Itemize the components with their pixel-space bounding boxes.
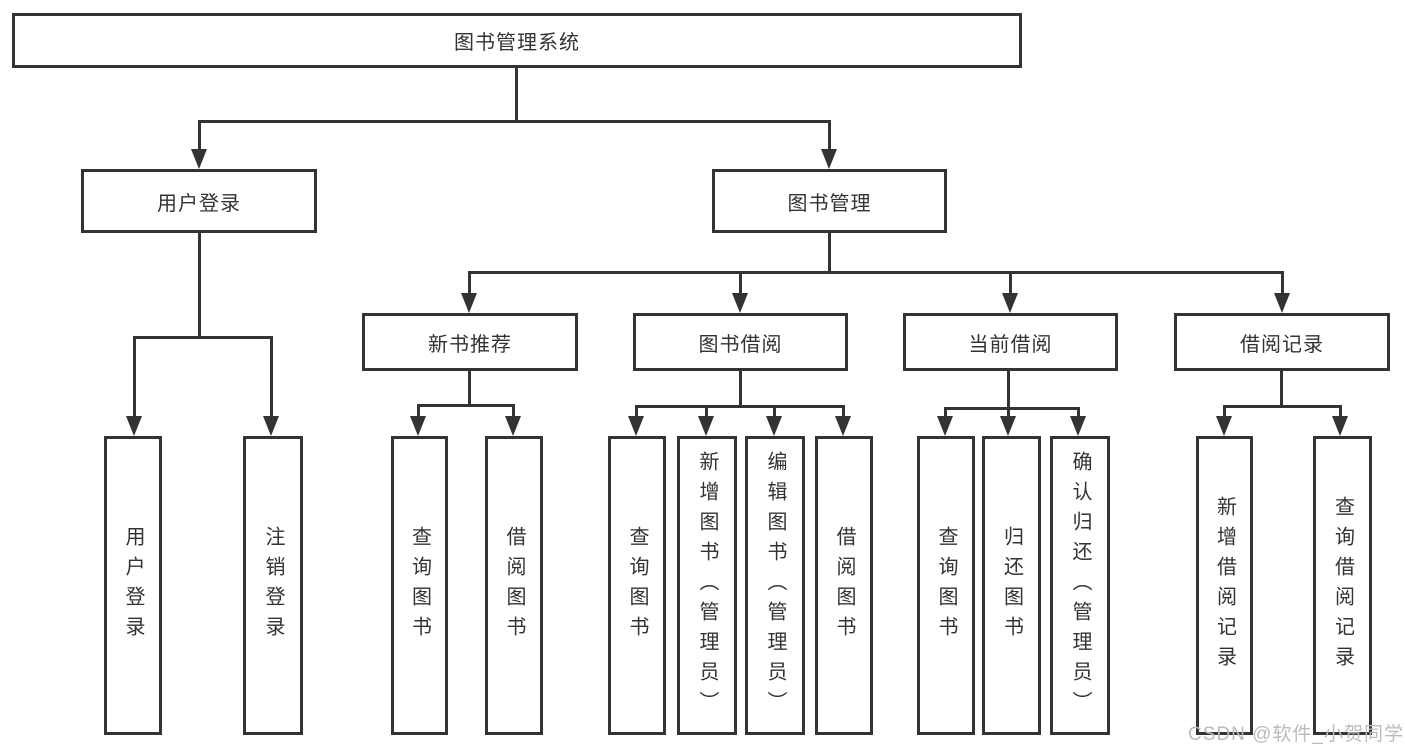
- connector-line: [512, 404, 515, 416]
- node-label: 图书管理系统: [454, 32, 580, 54]
- connector-line: [1007, 407, 1010, 416]
- connector-line: [198, 120, 831, 123]
- node-label: 查询图书: [626, 525, 648, 646]
- connector-line: [828, 120, 831, 150]
- connector-line: [198, 233, 201, 336]
- connector-line: [828, 233, 831, 274]
- node-label: 查询借阅记录: [1331, 495, 1354, 676]
- node-new-book-recommend: 新书推荐: [362, 313, 578, 371]
- connector-line: [739, 271, 742, 293]
- arrow-down-icon: [821, 149, 837, 169]
- watermark: CSDN @软件_小贺同学: [1188, 724, 1404, 745]
- node-label: 确认归还（管理员）: [1069, 450, 1091, 721]
- node-add-borrow-record: 新增借阅记录: [1196, 436, 1253, 735]
- node-user-login-leaf: 用户登录: [104, 436, 162, 735]
- arrow-down-icon: [1216, 416, 1232, 436]
- connector-line: [417, 404, 515, 407]
- connector-line: [133, 336, 273, 339]
- connector-line: [635, 405, 638, 416]
- node-library-management-system: 图书管理系统: [12, 13, 1022, 68]
- node-query-books-recommend: 查询图书: [391, 436, 448, 735]
- node-confirm-return-admin: 确认归还（管理员）: [1050, 436, 1110, 735]
- arrow-down-icon: [461, 293, 477, 313]
- connector-line: [417, 404, 420, 416]
- connector-line: [1223, 405, 1342, 408]
- node-label: 借阅图书: [503, 525, 525, 646]
- connector-line: [1223, 405, 1226, 416]
- connector-line: [705, 405, 708, 416]
- connector-line: [198, 120, 201, 150]
- connector-line: [1077, 407, 1080, 416]
- node-label: 查询图书: [408, 525, 431, 646]
- arrow-down-icon: [1002, 293, 1018, 313]
- arrow-down-icon: [410, 416, 426, 436]
- connector-line: [468, 271, 471, 293]
- arrow-down-icon: [766, 416, 782, 436]
- arrow-down-icon: [505, 416, 521, 436]
- node-borrow-records: 借阅记录: [1174, 313, 1390, 371]
- node-label: 借阅记录: [1240, 333, 1324, 356]
- connector-line: [1339, 405, 1342, 416]
- arrow-down-icon: [263, 416, 279, 436]
- node-query-books-borrow: 查询图书: [608, 436, 666, 735]
- node-book-borrow: 图书借阅: [633, 313, 848, 371]
- node-user-login: 用户登录: [81, 169, 317, 233]
- connector-line: [1009, 271, 1012, 293]
- arrow-down-icon: [126, 416, 142, 436]
- arrow-down-icon: [1332, 416, 1348, 436]
- node-query-borrow-record: 查询借阅记录: [1313, 436, 1372, 735]
- node-book-management: 图书管理: [712, 169, 947, 233]
- arrow-down-icon: [937, 416, 953, 436]
- node-label: 图书借阅: [698, 333, 783, 356]
- node-label: 借阅图书: [833, 525, 855, 646]
- node-logout: 注销登录: [243, 436, 303, 735]
- connector-line: [944, 407, 1080, 410]
- arrow-down-icon: [1000, 416, 1016, 436]
- connector-line: [842, 405, 845, 416]
- connector-line: [773, 405, 776, 416]
- arrow-down-icon: [1070, 416, 1086, 436]
- node-add-book-admin: 新增图书（管理员）: [677, 436, 737, 735]
- connector-line: [468, 271, 1284, 274]
- connector-line: [739, 371, 742, 405]
- node-label: 用户登录: [122, 525, 144, 646]
- node-label: 编辑图书（管理员）: [764, 450, 786, 721]
- connector-line: [1007, 371, 1010, 407]
- node-borrow-books-leaf: 借阅图书: [815, 436, 873, 735]
- arrow-down-icon: [732, 293, 748, 313]
- connector-line: [515, 68, 518, 120]
- connector-line: [1280, 371, 1283, 405]
- connector-line: [468, 371, 471, 404]
- connector-line: [1281, 271, 1284, 293]
- node-current-borrow: 当前借阅: [903, 313, 1118, 371]
- connector-line: [635, 405, 845, 408]
- arrow-down-icon: [191, 149, 207, 169]
- connector-line: [270, 336, 273, 416]
- node-edit-book-admin: 编辑图书（管理员）: [745, 436, 805, 735]
- arrow-down-icon: [698, 416, 714, 436]
- node-query-books-current: 查询图书: [917, 436, 975, 735]
- node-label: 新增借阅记录: [1213, 495, 1236, 676]
- node-return-books: 归还图书: [982, 436, 1041, 735]
- connector-line: [133, 336, 136, 416]
- node-label: 查询图书: [935, 525, 957, 646]
- node-label: 当前借阅: [968, 333, 1053, 356]
- node-label: 新书推荐: [428, 333, 512, 356]
- node-label: 注销登录: [262, 525, 284, 646]
- arrow-down-icon: [628, 416, 644, 436]
- node-label: 归还图书: [1000, 525, 1023, 646]
- arrow-down-icon: [835, 416, 851, 436]
- node-label: 新增图书（管理员）: [696, 450, 718, 721]
- node-borrow-books-recommend: 借阅图书: [485, 436, 543, 735]
- connector-line: [944, 407, 947, 416]
- arrow-down-icon: [1274, 293, 1290, 313]
- node-label: 用户登录: [157, 192, 241, 215]
- node-label: 图书管理: [787, 192, 872, 215]
